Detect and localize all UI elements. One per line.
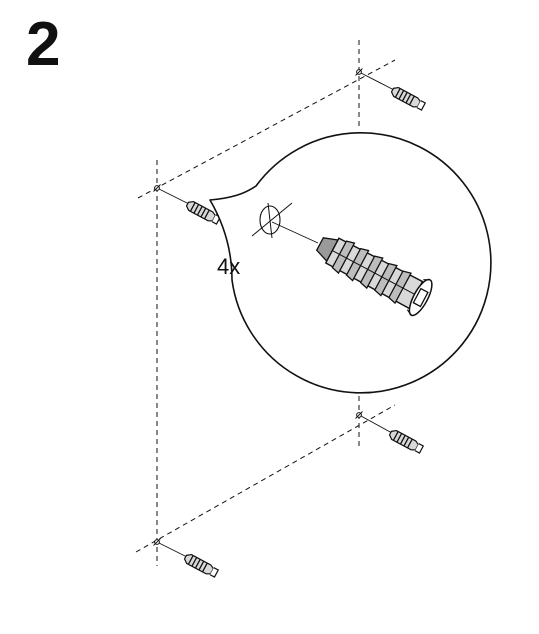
wall-plug-icon (387, 428, 425, 455)
wall-plug-large-icon (315, 237, 433, 317)
drill-mark-large-icon (251, 202, 319, 244)
wall-guide-lines (135, 40, 396, 566)
step-number: 2 (26, 10, 61, 79)
quantity-label: 4x (217, 254, 240, 279)
wall-plug-icon (182, 552, 220, 579)
magnified-callout: 4x (209, 132, 492, 394)
wall-plug-icon (389, 85, 427, 112)
